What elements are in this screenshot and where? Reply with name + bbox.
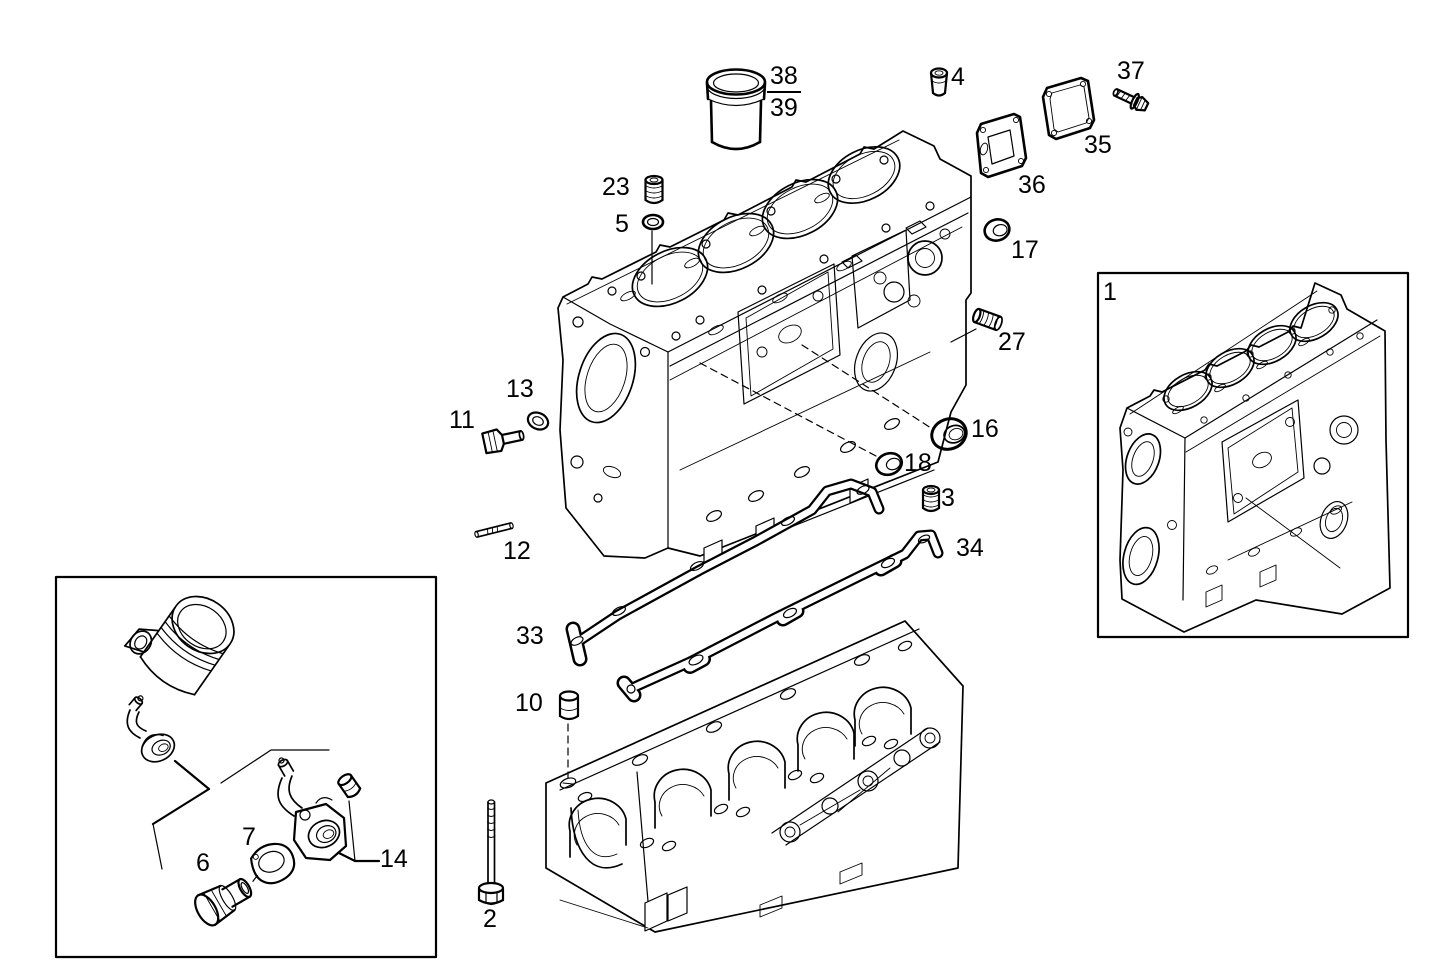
callout-gasket-strip-34: 34 [956,534,984,562]
callout-gasket-strip-33: 33 [516,622,544,650]
cup-plug-16 [930,417,968,451]
callout-stud-12: 12 [503,537,531,565]
seal-washer-5 [641,213,665,285]
piston [123,595,235,696]
deck-holes [607,155,935,341]
callout-jet-valve-6: 6 [196,849,210,877]
main-bearing-arches [568,686,912,858]
plug-4 [929,67,949,97]
threaded-plug-27 [950,307,1003,343]
stud-12 [474,522,514,538]
callout-cover-plate-35: 35 [1084,131,1112,159]
block-end-face [570,316,651,503]
cylinder-liner [705,68,767,151]
callout-cup-plug-17: 17 [1011,236,1039,264]
inset-box-block-assembly [1096,271,1410,639]
callout-screw-plug-23: 23 [602,173,630,201]
dowel-pin-10 [558,690,580,779]
bolt-37 [1112,88,1150,112]
callout-bolt-37: 37 [1117,57,1145,85]
callout-plug-bolt-11: 11 [449,406,475,434]
oil-spray-jet-lower [277,757,348,862]
engine-block [557,130,972,565]
callout-cup-plug-16: 16 [971,415,999,443]
callout-dowel-pin-10: 10 [515,689,543,717]
callout-screw-plug-3: 3 [941,484,955,512]
bedplate-bolt-holes [577,640,913,852]
inset-box-oil-jets [54,575,438,959]
jet-cap [337,773,362,799]
block-assembly [1119,282,1391,633]
inset-leader-lines [151,749,381,870]
callout-oil-spray-jets-14: 14 [380,845,408,873]
callout-seal-washer-5: 5 [615,210,629,238]
gasket-strip-34 [616,529,944,703]
oil-spray-jet-upper [126,695,176,763]
cylinder-bores [631,145,901,308]
callout-main-bolt-2: 2 [483,905,497,933]
cup-plug-18 [874,451,904,477]
dowel-hole [559,777,577,789]
cover-plate-35 [1041,76,1096,141]
callout-engine-block-assembly: 1 [1103,278,1117,306]
leader-18 [699,362,877,457]
crankcase-lower [545,620,964,933]
cup-plug-17 [983,218,1011,242]
valve-seat-7 [250,842,296,885]
callout-valve-seat-7: 7 [242,823,256,851]
callout-threaded-plug-27: 27 [998,328,1026,356]
callout-cup-plug-18: 18 [904,449,932,477]
callout-plug-4: 4 [951,63,965,91]
jet-valve-6 [194,877,253,927]
gasket-strip-33 [565,478,885,667]
main-bolt-2 [477,799,505,906]
oil-gallery-rib [771,727,941,846]
plug-bolt-11 [481,428,525,455]
callout-cover-gasket-36: 36 [1018,171,1046,199]
cover-gasket-36 [975,112,1028,179]
screw-plug-23 [644,174,664,205]
leader-16 [801,344,932,429]
screw-plug-3 [921,484,941,513]
washer-13 [526,411,550,431]
callout-washer-13: 13 [506,375,534,403]
